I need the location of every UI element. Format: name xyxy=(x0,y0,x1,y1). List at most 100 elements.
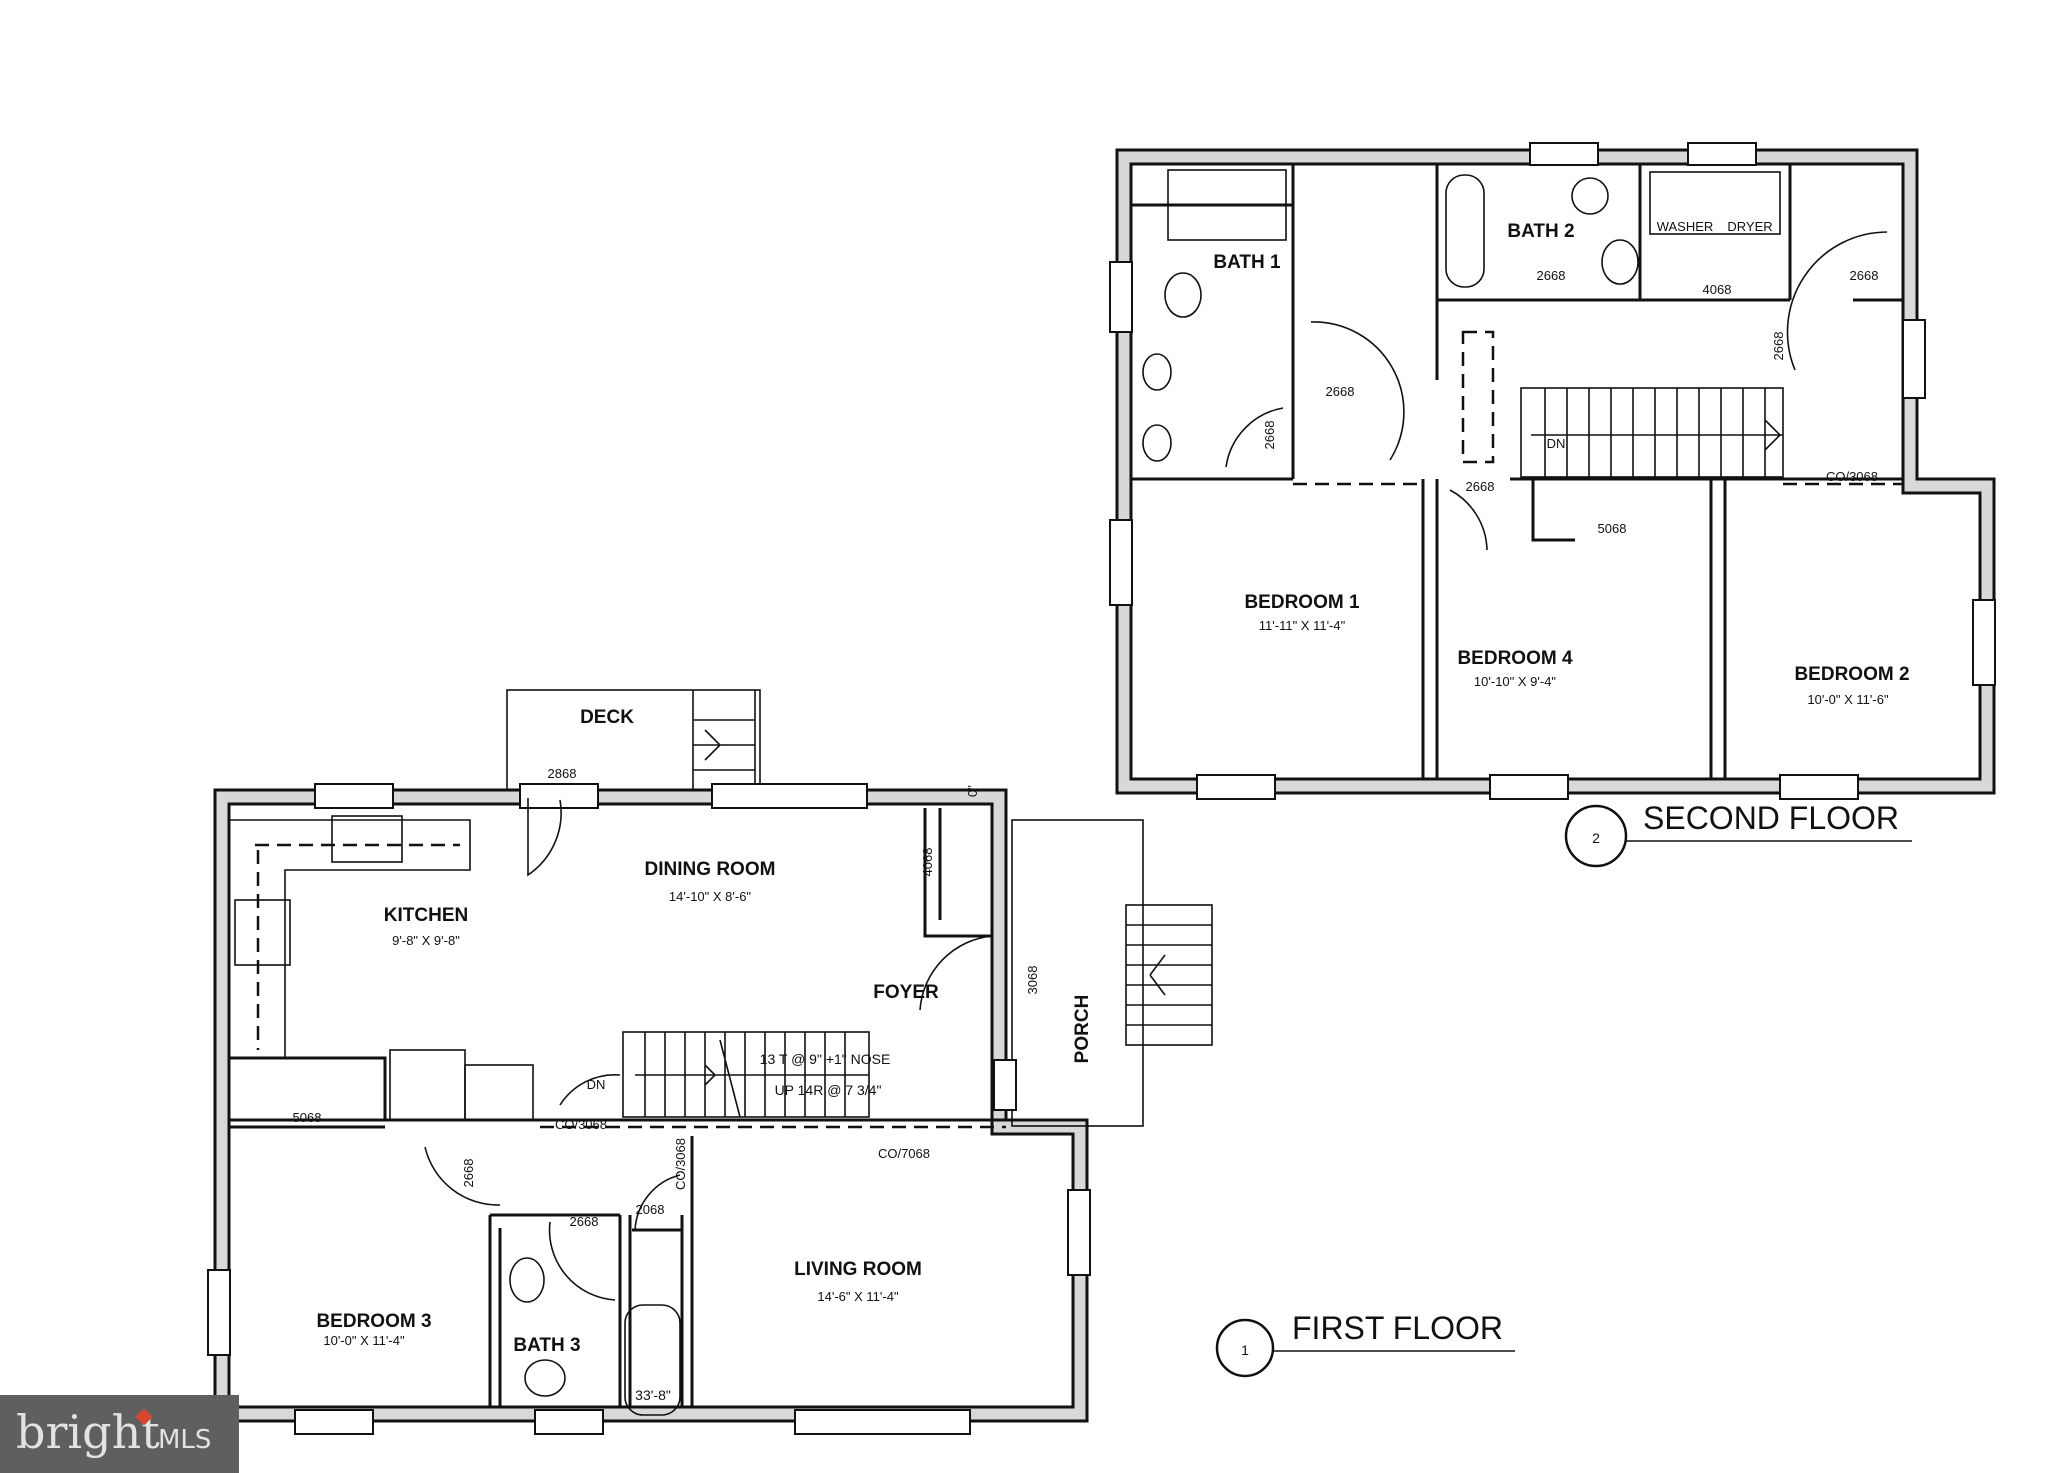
window xyxy=(519,783,599,809)
window xyxy=(534,1409,604,1435)
room-label-bedroom-1: BEDROOM 1 xyxy=(1244,592,1360,613)
washer-dryer xyxy=(1649,171,1781,235)
window xyxy=(1067,1189,1091,1276)
door-swing xyxy=(634,1174,681,1231)
window xyxy=(1972,599,1996,686)
room-label-living-room: LIVING ROOM xyxy=(794,1259,922,1280)
sink xyxy=(1142,353,1172,391)
door-swing xyxy=(559,1074,621,1106)
second-floor-title: SECOND FLOOR xyxy=(1643,800,1899,836)
interior-wall xyxy=(1131,164,1295,481)
first-floor-plan: DECK 2868 DINING ROOM 14'-10" X 8'-6" KI… xyxy=(207,689,1515,1435)
room-label-foyer: FOYER xyxy=(873,982,939,1003)
second-floor-plan: BATH 1 BATH 2 WASHER DRYER BEDROOM 1 11'… xyxy=(1109,142,1996,868)
sink xyxy=(509,1257,545,1303)
second-floor-exterior-wall xyxy=(1115,148,1996,795)
shower xyxy=(1167,169,1287,241)
room-dims-bedroom-1: 11'-11" X 11'-4" xyxy=(1259,618,1346,633)
door-swing xyxy=(548,1221,616,1301)
door-swing xyxy=(1310,321,1405,461)
door-size: 2668 xyxy=(1537,268,1566,283)
door-swing xyxy=(1449,489,1488,551)
first-floor-stair xyxy=(622,1031,870,1118)
interior-wall xyxy=(1435,164,1903,380)
floor-number: 1 xyxy=(1241,1342,1249,1358)
interior-wall xyxy=(1421,477,1903,779)
door-size: 2668 xyxy=(1466,479,1495,494)
foyer-closet-wall xyxy=(923,808,992,938)
bright-mls-logo: bright MLS xyxy=(0,1395,239,1473)
window xyxy=(711,783,868,809)
door-size: 2068 xyxy=(636,1202,665,1217)
room-label-porch: PORCH xyxy=(1072,995,1093,1064)
room-label-bedroom-3: BEDROOM 3 xyxy=(316,1311,431,1332)
door-swing xyxy=(1225,407,1284,468)
front-door-sidelight xyxy=(993,1059,1017,1111)
first-floor-title: FIRST FLOOR xyxy=(1292,1310,1503,1346)
door-size: 2668 xyxy=(461,1159,476,1188)
room-label-kitchen: KITCHEN xyxy=(384,905,468,926)
logo-brand-text: bright xyxy=(16,1405,160,1459)
interior-wall xyxy=(488,1136,694,1407)
window xyxy=(1902,319,1926,399)
deck xyxy=(506,689,761,791)
door-size: 4068 xyxy=(1703,282,1732,297)
room-label-bath-3: BATH 3 xyxy=(513,1335,580,1356)
bathtub xyxy=(624,1304,681,1416)
room-label-bath-1: BATH 1 xyxy=(1213,252,1281,273)
range-stove xyxy=(234,899,291,966)
washer-label: WASHER xyxy=(1657,219,1714,234)
interior-wall xyxy=(229,1056,1006,1129)
dimension-label: 0" xyxy=(965,785,980,797)
window xyxy=(1489,774,1569,800)
door-size: 4068 xyxy=(920,848,935,877)
door-size: 2668 xyxy=(1262,421,1277,450)
attic-hatch xyxy=(1461,330,1495,464)
door-size: 3068 xyxy=(1025,966,1040,995)
dryer-label: DRYER xyxy=(1727,219,1772,234)
sink xyxy=(1142,424,1172,462)
door-swing xyxy=(424,1146,501,1206)
floor-number: 2 xyxy=(1592,830,1600,846)
window xyxy=(1196,774,1276,800)
door-size: 2668 xyxy=(570,1214,599,1229)
overall-dimension: 33'-8" xyxy=(635,1387,671,1403)
floor-number-circle xyxy=(1215,1318,1275,1378)
room-label-bedroom-2: BEDROOM 2 xyxy=(1794,664,1909,685)
kitchen-sink xyxy=(331,815,403,863)
door-swing xyxy=(919,935,993,1011)
door-size: 2668 xyxy=(1326,384,1355,399)
stair-tread-note: 13 T @ 9" +1" NOSE xyxy=(760,1051,891,1067)
window xyxy=(314,783,394,809)
room-dims-bedroom-4: 10'-10" X 9'-4" xyxy=(1474,674,1557,689)
closet-label: 5068 xyxy=(1598,521,1627,536)
toilet xyxy=(524,1359,566,1397)
window xyxy=(794,1409,971,1435)
room-label-deck: DECK xyxy=(580,707,634,728)
window xyxy=(1779,774,1859,800)
door-size: 2668 xyxy=(1771,332,1786,361)
room-dims-dining-room: 14'-10" X 8'-6" xyxy=(669,889,752,904)
stair-riser-note: UP 14R @ 7 3/4" xyxy=(775,1082,882,1098)
cased-opening-label: CO/3068 xyxy=(555,1117,607,1132)
door-size: 2668 xyxy=(1850,268,1879,283)
toilet xyxy=(1164,272,1202,318)
window xyxy=(1109,519,1133,606)
upper-cabinets xyxy=(255,843,460,1050)
refrigerator xyxy=(389,1049,466,1121)
room-dims-bedroom-3: 10'-0" X 11'-4" xyxy=(323,1333,405,1348)
room-label-bath-2: BATH 2 xyxy=(1507,221,1574,242)
porch-stair xyxy=(1125,904,1213,1046)
room-label-dining-room: DINING ROOM xyxy=(645,859,776,880)
window xyxy=(1529,142,1599,166)
window xyxy=(1687,142,1757,166)
window xyxy=(207,1269,231,1356)
logo-suffix-text: MLS xyxy=(158,1425,212,1455)
window xyxy=(1109,261,1133,333)
deck-stair xyxy=(692,690,756,790)
porch xyxy=(1011,819,1144,1127)
room-label-bedroom-4: BEDROOM 4 xyxy=(1457,648,1573,669)
room-dims-bedroom-2: 10'-0" X 11'-6" xyxy=(1807,692,1889,707)
room-dims-kitchen: 9'-8" X 9'-8" xyxy=(392,933,460,948)
